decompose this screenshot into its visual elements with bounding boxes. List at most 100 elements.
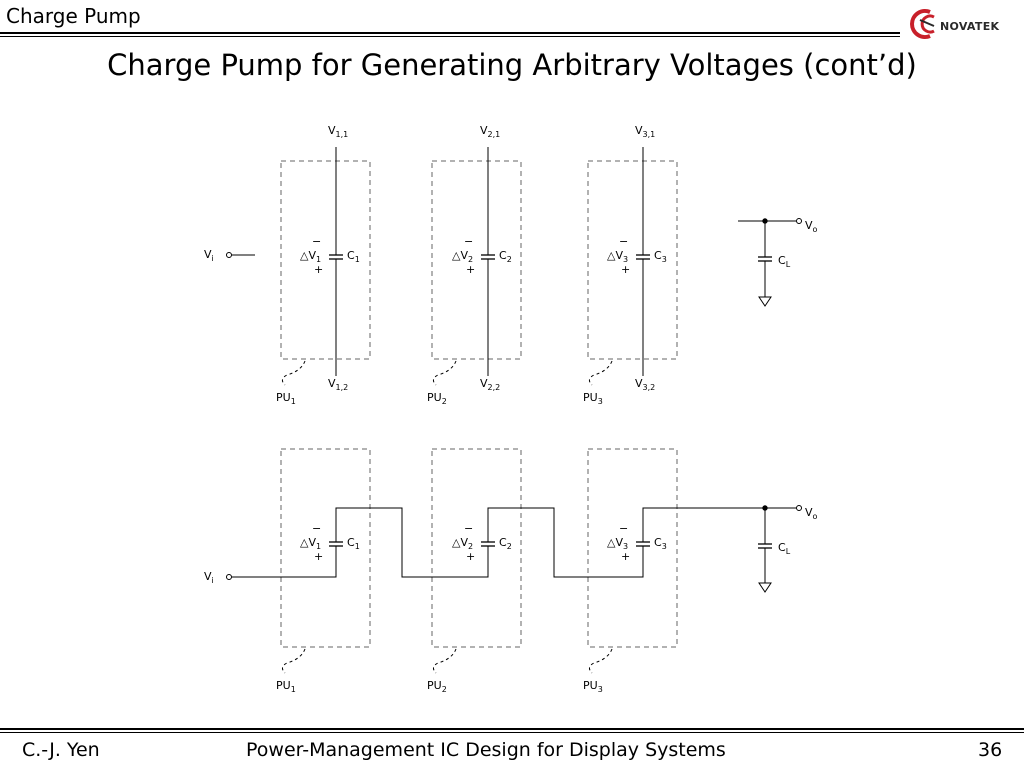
wire-c3-to-vo [642,507,796,542]
stage3-dv-top-main: △V [607,249,623,262]
stage1-v-top-label-main: V [328,124,336,137]
stage3-v-top-label: V3,1 [635,124,655,139]
vo-label-top-sub: o [813,225,818,234]
pu3-leader-top [588,360,613,386]
pu2-leader-top [432,360,457,386]
stage1-cap-top-label: C1 [347,249,360,264]
stage3-v-top-label-sub: 3,1 [643,130,656,139]
pu1-leader-top [281,360,306,386]
stage2-dv-top: △V2 [452,249,473,264]
novatek-logo-icon [910,9,935,39]
stage1-cap-bottom-label-sub: 1 [355,542,360,551]
stage1-plus-top: + [314,263,323,276]
stage3-plus-top: + [621,263,630,276]
cl-label-bottom-main: C [778,541,786,554]
pu1-label-bottom: PU1 [276,679,296,694]
stage2-cap-top-label-main: C [499,249,507,262]
vo-label-bottom-sub: o [813,512,818,521]
pu1-label-top-sub: 1 [291,397,296,406]
stage2-v-bottom-label-main: V [480,377,488,390]
stage3-v-top-label-main: V [635,124,643,137]
pu2-label-top-main: PU [427,391,442,404]
stage1-minus-bottom: − [312,522,321,535]
pu1-leader-bottom [281,648,306,674]
stage3-minus-bottom: − [619,522,628,535]
stage2-v-top-label-main: V [480,124,488,137]
vi-label-bottom-main: V [204,570,212,583]
stage2-plus-top: + [466,263,475,276]
vo-label-bottom-main: V [805,506,813,519]
vi-label-top-sub: i [212,254,214,263]
pu2-label-top: PU2 [427,391,447,406]
stage1-dv-top: △V1 [300,249,321,264]
stage1-minus-top: − [312,235,321,248]
logo-text: NOVATEK [940,20,1000,33]
wire-vi-to-c1 [232,546,337,578]
stage3-cap-bottom-label-sub: 3 [662,542,667,551]
pu1-label-bottom-main: PU [276,679,291,692]
vi-label-top: Vi [204,248,214,263]
stage1-cap-bottom-label: C1 [347,536,360,551]
stage3-dv-bottom: △V3 [607,536,628,551]
pu3-label-top: PU3 [583,391,603,406]
stage2-dv-bottom-main: △V [452,536,468,549]
stage2-v-bottom-label-sub: 2,2 [488,383,501,392]
footer-course: Power-Management IC Design for Display S… [246,739,726,761]
cl-label-bottom-sub: L [786,547,791,556]
stage2-dv-bottom-sub: 2 [468,542,473,551]
stage3-dv-top: △V3 [607,249,628,264]
stage2-cap-bottom-label-main: C [499,536,507,549]
pu3-leader-bottom [588,648,613,674]
vi-label-top-main: V [204,248,212,261]
circuit-labels: V1,1V1,2−△V1+C1PU1V2,1V2,2−△V2+C2PU2V3,1… [204,124,818,694]
stage3-cap-top-label-sub: 3 [662,255,667,264]
ground-bottom-icon [758,582,772,593]
stage3-cap-top-label-main: C [654,249,662,262]
cl-label-top-sub: L [786,260,791,269]
pu2-leader-bottom [432,648,457,674]
cl-label-bottom: CL [778,541,791,556]
pu1-label-bottom-sub: 1 [291,685,296,694]
vi-label-bottom: Vi [204,570,214,585]
stage1-v-top-label-sub: 1,1 [336,130,349,139]
stage2-dv-top-sub: 2 [468,255,473,264]
footer-page-number: 36 [978,739,1003,761]
vo-terminal-top [796,218,802,224]
stage2-cap-bottom-label-sub: 2 [507,542,512,551]
stage1-plus-bottom: + [314,550,323,563]
pu2-label-bottom-main: PU [427,679,442,692]
pu3-label-bottom-main: PU [583,679,598,692]
vo-label-bottom: Vo [805,506,818,521]
pu3-label-top-sub: 3 [598,397,603,406]
circuit-wires [226,147,802,674]
stage1-dv-bottom-sub: 1 [316,542,321,551]
vo-label-top-main: V [805,219,813,232]
stage2-dv-bottom: △V2 [452,536,473,551]
vo-terminal-bottom [796,505,802,511]
footer-rule-thin [0,732,1024,733]
section-title: Charge Pump [6,4,141,28]
footer-rule-thick [0,728,1024,730]
footer-author: C.-J. Yen [22,739,100,761]
pu3-label-bottom-sub: 3 [598,685,603,694]
stage3-plus-bottom: + [621,550,630,563]
stage3-cap-bottom-label: C3 [654,536,667,551]
stage2-cap-bottom-label: C2 [499,536,512,551]
pu2-label-top-sub: 2 [442,397,447,406]
stage1-dv-bottom: △V1 [300,536,321,551]
stage3-v-bottom-label: V3,2 [635,377,655,392]
vo-label-top: Vo [805,219,818,234]
stage2-dv-top-main: △V [452,249,468,262]
stage2-v-top-label-sub: 2,1 [488,130,501,139]
stage1-dv-bottom-main: △V [300,536,316,549]
slide-title: Charge Pump for Generating Arbitrary Vol… [107,48,917,82]
ground-top-icon [758,296,772,307]
vi-terminal-bottom [226,574,232,580]
stage3-dv-bottom-sub: 3 [623,542,628,551]
stage1-cap-top-label-main: C [347,249,355,262]
wire-c2-to-c3 [487,507,644,578]
pu3-label-bottom: PU3 [583,679,603,694]
vi-label-bottom-sub: i [212,576,214,585]
stage1-dv-top-sub: 1 [316,255,321,264]
